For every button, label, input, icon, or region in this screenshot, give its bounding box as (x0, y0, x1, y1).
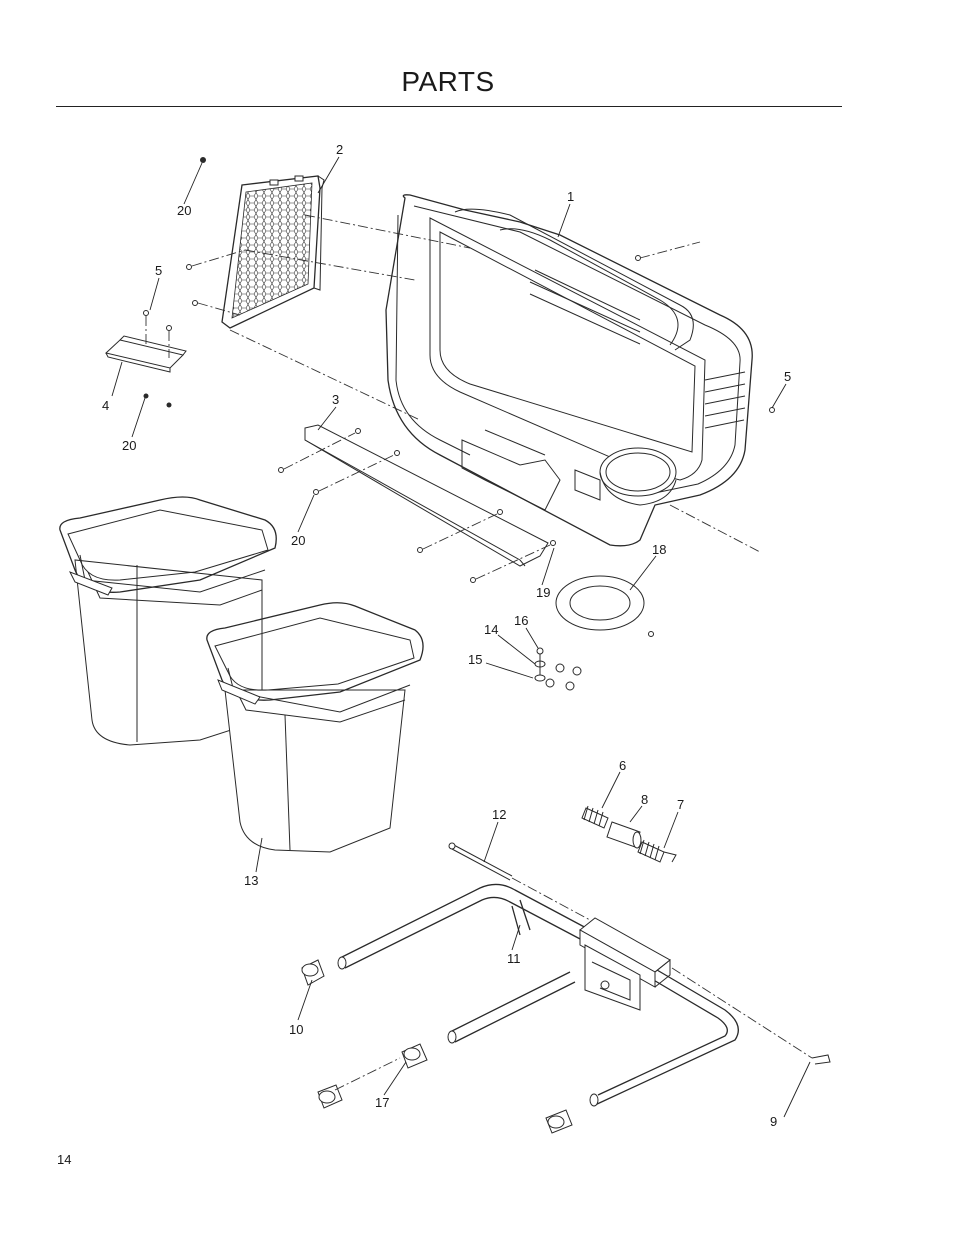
callout-8: 8 (641, 792, 648, 807)
callout-6: 6 (619, 758, 626, 773)
screen-hardware (186, 157, 471, 421)
part-18-ring (555, 575, 654, 637)
page-title: PARTS (401, 66, 495, 97)
callout-16: 16 (514, 613, 528, 628)
callout-20-left: 20 (122, 438, 136, 453)
callout-5-left: 5 (155, 263, 162, 278)
part-1-housing (385, 194, 775, 553)
callout-20-middle: 20 (291, 533, 305, 548)
callout-15: 15 (468, 652, 482, 667)
callout-9: 9 (770, 1114, 777, 1129)
part-2-screen (221, 175, 325, 329)
callout-2: 2 (336, 142, 343, 157)
callout-19: 19 (536, 585, 550, 600)
callout-12: 12 (492, 807, 506, 822)
hardware-cluster (534, 647, 582, 691)
part-13-bags (59, 496, 424, 853)
callout-3: 3 (332, 392, 339, 407)
callout-10: 10 (289, 1022, 303, 1037)
part-3-strip (278, 424, 556, 583)
callout-13: 13 (244, 873, 258, 888)
page-number: 14 (57, 1152, 72, 1167)
caps (301, 959, 573, 1134)
callout-labels: 1 2 3 4 5 5 6 7 8 9 10 11 12 13 14 15 16… (102, 142, 791, 1129)
part-11-frame (337, 883, 739, 1107)
callout-20-top: 20 (177, 203, 191, 218)
title-rule (56, 106, 842, 107)
part-9-clip (671, 967, 831, 1065)
callout-17: 17 (375, 1095, 389, 1110)
callout-11: 11 (507, 951, 521, 966)
leader-lines (111, 156, 811, 1118)
callout-18: 18 (652, 542, 666, 557)
part-12-rod (448, 842, 591, 921)
part-4-bracket (104, 310, 187, 408)
callout-5-right: 5 (784, 369, 791, 384)
callout-4: 4 (102, 398, 109, 413)
springs-spacer (581, 805, 677, 863)
callout-7: 7 (677, 797, 684, 812)
callout-14: 14 (484, 622, 498, 637)
callout-1: 1 (567, 189, 574, 204)
